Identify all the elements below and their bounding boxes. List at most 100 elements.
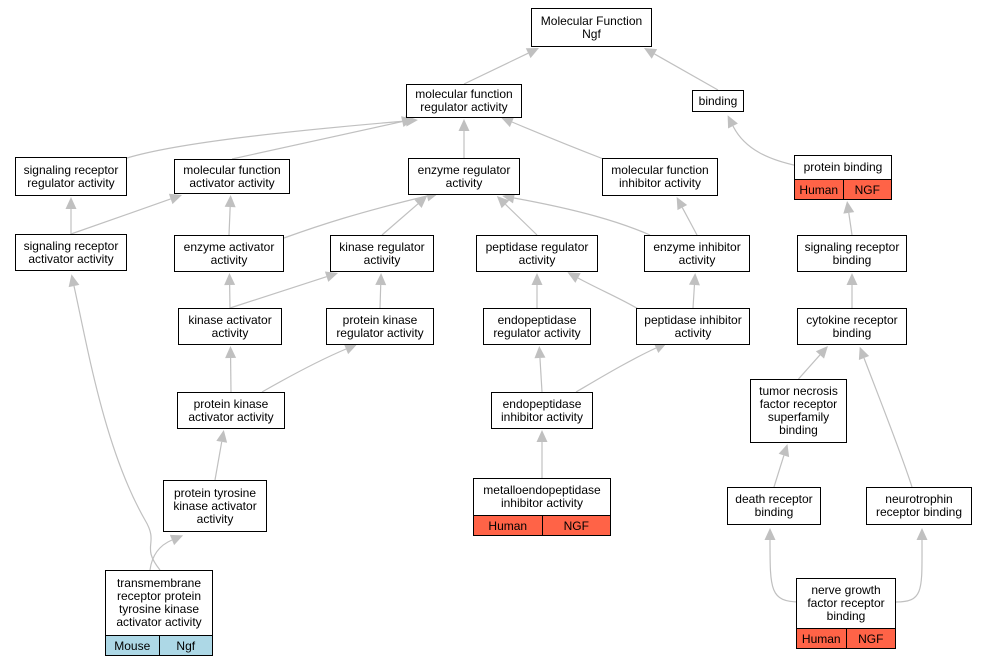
go-term-node-pep-inh[interactable]: peptidase inhibitor activity [636, 308, 750, 345]
edge-line [73, 285, 161, 571]
go-term-node-tnf-bind[interactable]: tumor necrosis factor receptor superfami… [750, 379, 847, 443]
edge-death-bind-to-tnf-bind [773, 444, 790, 488]
edge-line [228, 206, 231, 236]
edge-line [261, 348, 347, 393]
go-term-node-cyto-bind[interactable]: cytokine receptor binding [797, 308, 907, 345]
arrowhead-icon [225, 346, 237, 359]
go-term-label: peptidase regulator activity [485, 239, 589, 267]
annotation-gene: NGF [845, 629, 896, 648]
arrowhead-icon [534, 346, 546, 359]
edge-line [692, 284, 696, 309]
arrowhead-icon [502, 192, 515, 204]
go-term-node-sig-rec-reg[interactable]: signaling receptor regulator activity [15, 157, 127, 196]
go-term-node-endopep-reg[interactable]: endopeptidase regulator activity [483, 308, 591, 345]
go-term-label: enzyme inhibitor activity [653, 239, 741, 267]
arrowhead-icon [916, 528, 928, 540]
go-term-node-endopep-inh[interactable]: endopeptidase inhibitor activity [491, 392, 593, 429]
edge-ngf-bind-to-neuro-bind [895, 528, 928, 603]
edge-line [732, 125, 799, 167]
arrowhead-icon [764, 528, 776, 540]
edge-tnf-bind-to-cyto-bind [798, 346, 828, 380]
go-term-node-pep-reg[interactable]: peptidase regulator activity [476, 235, 598, 272]
annotation-gene: Ngf [158, 636, 213, 655]
arrowhead-icon [168, 193, 182, 205]
arrowhead-icon [169, 534, 184, 546]
edge-kin-act-to-enz-act [224, 273, 236, 309]
edge-line [70, 198, 171, 235]
go-term-label: protein kinase activator activity [188, 396, 274, 424]
go-term-node-enz-reg[interactable]: enzyme regulator activity [408, 158, 520, 195]
go-term-node-enz-act[interactable]: enzyme activator activity [174, 235, 284, 272]
go-term-label: peptidase inhibitor activity [644, 312, 742, 340]
go-term-node-kin-act[interactable]: kinase activator activity [178, 308, 282, 345]
edge-enz-act-to-mf-act [224, 195, 236, 236]
edge-ngf-bind-to-death-bind [764, 528, 801, 603]
edge-line [895, 539, 923, 603]
go-term-node-kin-reg[interactable]: kinase regulator activity [330, 235, 434, 272]
go-term-label: molecular function activator activity [183, 162, 281, 190]
arrowhead-icon [644, 48, 658, 59]
go-term-label: enzyme activator activity [183, 239, 275, 267]
edge-enz-inh-to-mf-inh [676, 197, 698, 236]
edge-endopep-inh-to-endopep-reg [534, 346, 546, 393]
edge-endopep-inh-to-pep-inh [575, 342, 667, 393]
edge-kin-act-to-kin-reg [229, 271, 338, 309]
go-term-node-neuro-bind[interactable]: neurotrophin receptor binding [866, 487, 972, 525]
arrowhead-icon [858, 346, 870, 360]
go-term-node-death-bind[interactable]: death receptor binding [727, 487, 821, 525]
go-term-label: enzyme regulator activity [417, 162, 511, 190]
edge-line [681, 207, 698, 236]
arrowhead-icon [727, 115, 738, 129]
arrowhead-icon [343, 343, 358, 355]
edge-line [511, 121, 607, 161]
arrowhead-icon [224, 195, 236, 208]
edge-line [773, 455, 785, 488]
go-term-label: endopeptidase regulator activity [493, 312, 581, 340]
go-term-node-ptk-act[interactable]: protein tyrosine kinase activator activi… [163, 480, 267, 532]
go-term-node-mf-reg[interactable]: molecular function regulator activity [406, 84, 522, 118]
go-term-label: molecular function regulator activity [415, 87, 513, 114]
go-term-node-enz-inh[interactable]: enzyme inhibitor activity [644, 235, 750, 272]
go-term-node-pk-act[interactable]: protein kinase activator activity [177, 392, 285, 429]
edge-sig-rec-reg-to-mf-reg [126, 115, 418, 159]
edge-enz-act-to-enz-reg [283, 190, 439, 239]
go-term-label: protein tyrosine kinase activator activi… [173, 485, 257, 526]
arrowhead-icon [815, 346, 828, 359]
edge-pk-act-to-kin-act [225, 346, 237, 393]
go-term-node-sig-rec-act[interactable]: signaling receptor activator activity [15, 234, 127, 271]
edge-line [654, 53, 719, 91]
go-term-node-mf-inh[interactable]: molecular function inhibitor activity [602, 158, 718, 196]
arrowhead-icon [401, 116, 414, 127]
go-term-label: molecular function inhibitor activity [611, 163, 709, 190]
arrowhead-icon [414, 196, 428, 209]
edge-mf-reg-to-mf-root [463, 48, 539, 85]
go-term-label: death receptor binding [735, 492, 813, 519]
go-term-node-sig-rec-bind[interactable]: signaling receptor binding [797, 235, 907, 272]
go-term-node-pk-reg[interactable]: protein kinase regulator activity [326, 308, 434, 345]
edge-neuro-bind-to-cyto-bind [858, 346, 913, 488]
go-term-node-mf-root[interactable]: Molecular Function Ngf [531, 8, 652, 47]
edge-cyto-bind-to-sig-rec-bind [846, 273, 858, 308]
edge-line [379, 284, 382, 309]
annotation-row: Mouse Ngf [106, 635, 212, 655]
go-term-node-mf-act[interactable]: molecular function activator activity [174, 159, 290, 194]
arrowhead-icon [653, 342, 667, 353]
edge-tm-rptk-act-to-ptk-act [149, 534, 184, 571]
edge-line [769, 539, 801, 603]
edge-kin-reg-to-enz-reg [381, 196, 428, 236]
edge-line [798, 354, 821, 380]
edge-line [149, 539, 173, 571]
annotation-gene: NGF [842, 180, 892, 199]
edge-line [126, 120, 407, 159]
go-term-label: kinase activator activity [188, 312, 272, 340]
arrowhead-icon [688, 273, 700, 286]
annotation-species: Mouse [114, 638, 151, 653]
go-term-node-binding[interactable]: binding [692, 90, 744, 112]
edge-pep-reg-to-enz-reg [496, 196, 538, 236]
go-term-node-tm-rptk-act[interactable]: transmembrane receptor protein tyrosine … [105, 570, 213, 656]
